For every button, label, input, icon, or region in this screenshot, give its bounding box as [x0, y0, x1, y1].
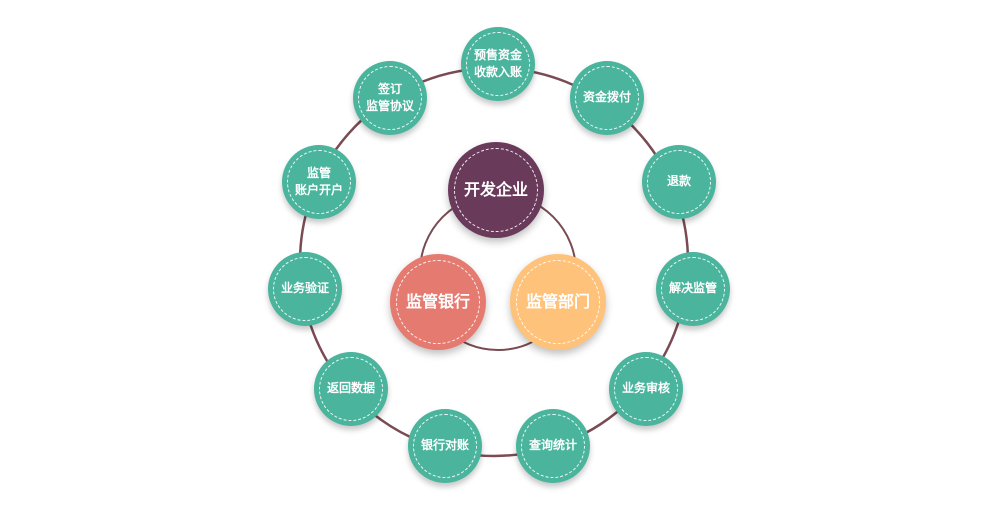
outer-node-ring [319, 357, 383, 421]
outer-node-ring [661, 257, 725, 321]
outer-node-return-data: 返回数据 [314, 352, 388, 426]
outer-node-business-review: 业务审核 [609, 352, 683, 426]
outer-node-account-opening: 监管 账户开户 [282, 145, 356, 219]
regulator-node: 监管部门 [510, 254, 606, 350]
outer-node-ring [614, 357, 678, 421]
bank-node-ring [396, 260, 480, 344]
outer-node-query-statistics: 查询统计 [516, 409, 590, 483]
regulator-label: 监管部门 [525, 292, 590, 312]
outer-node-refund: 退款 [642, 145, 716, 219]
developer-label: 开发企业 [463, 180, 528, 200]
outer-node-business-verification: 业务验证 [268, 252, 342, 326]
developer-node: 开发企业 [448, 142, 544, 238]
outer-node-ring [287, 150, 351, 214]
outer-node-ring [273, 257, 337, 321]
outer-node-label: 签订 监管协议 [365, 81, 414, 113]
outer-node-label: 监管 账户开户 [294, 165, 343, 197]
bank-label: 监管银行 [405, 292, 470, 312]
outer-node-release-supervision: 解决监管 [656, 252, 730, 326]
outer-node-ring [358, 66, 422, 130]
developer-node-ring [454, 148, 538, 232]
outer-node-label: 解决监管 [668, 281, 717, 296]
outer-node-ring [413, 414, 477, 478]
bank-node: 监管银行 [390, 254, 486, 350]
outer-node-presale-deposit: 预售资金 收款入账 [461, 27, 535, 101]
outer-node-fund-disbursement: 资金拨付 [570, 61, 644, 135]
regulator-node-ring [516, 260, 600, 344]
outer-node-label: 预售资金 收款入账 [473, 47, 522, 79]
outer-node-label: 业务验证 [280, 281, 329, 296]
outer-node-label: 银行对账 [420, 438, 469, 453]
outer-node-label: 返回数据 [326, 381, 375, 396]
outer-node-bank-reconciliation: 银行对账 [408, 409, 482, 483]
outer-node-label: 资金拨付 [582, 90, 631, 105]
outer-node-label: 业务审核 [621, 381, 670, 396]
outer-node-label: 查询统计 [528, 438, 577, 453]
outer-node-ring [466, 32, 530, 96]
outer-node-ring [521, 414, 585, 478]
outer-node-ring [575, 66, 639, 130]
outer-node-ring [647, 150, 711, 214]
outer-node-sign-agreement: 签订 监管协议 [353, 61, 427, 135]
outer-node-label: 退款 [666, 174, 691, 189]
